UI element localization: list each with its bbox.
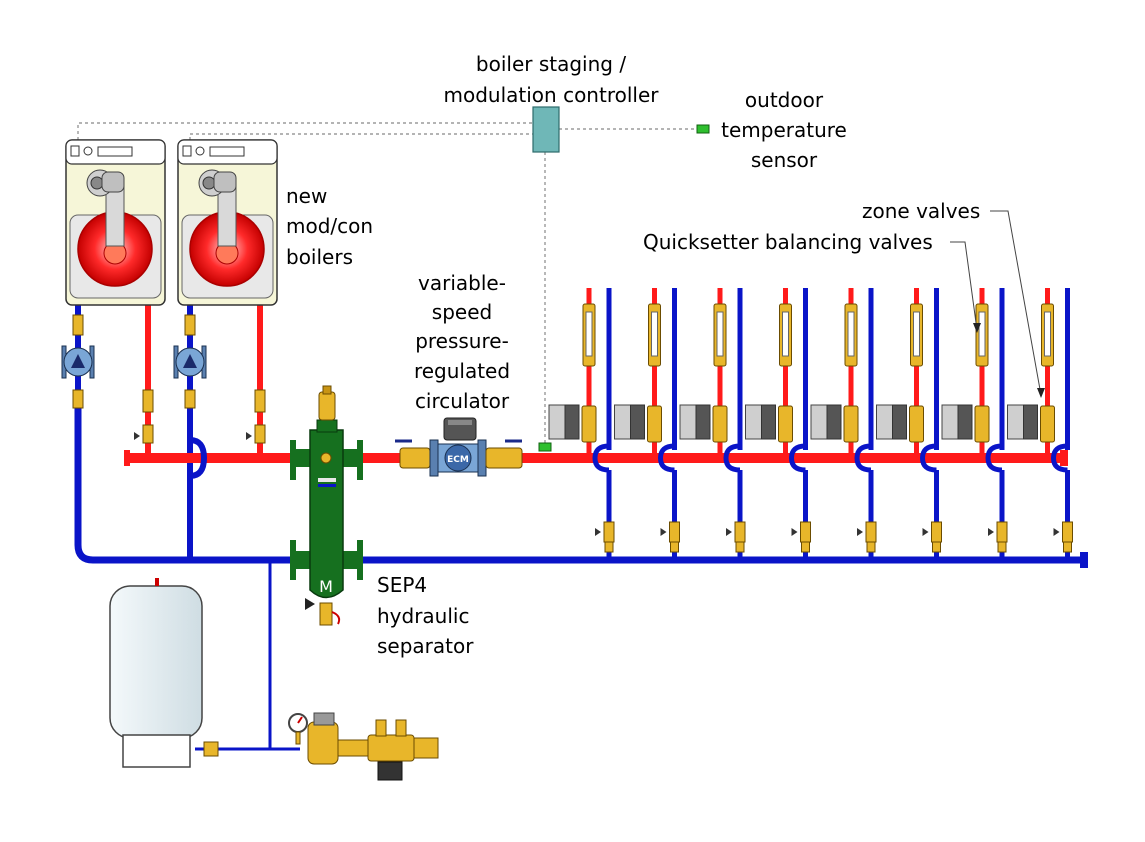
zone-circuit <box>679 288 746 560</box>
boiler-supply-valves <box>246 389 266 444</box>
supply-temperature-sensor <box>538 442 552 452</box>
boiler-pump-assembly <box>61 314 95 409</box>
svg-text:modulation controller: modulation controller <box>444 83 660 107</box>
svg-text:hydraulic: hydraulic <box>377 604 469 628</box>
svg-text:temperature: temperature <box>721 118 847 142</box>
svg-text:pressure-: pressure- <box>415 329 509 353</box>
ball-valve-icon <box>142 424 154 444</box>
svg-text:outdoor: outdoor <box>745 88 824 112</box>
svg-text:boilers: boilers <box>286 245 353 269</box>
zone-valve-arrow <box>1037 388 1045 398</box>
circulator-label: variable- speed pressure- regulated circ… <box>414 271 510 413</box>
boiler-supply-valves <box>134 389 154 444</box>
svg-text:boiler staging /: boiler staging / <box>476 52 626 76</box>
ball-valve-icon <box>184 389 196 409</box>
expansion-tank-icon <box>109 578 219 768</box>
zone-valves-label: zone valves <box>862 199 980 223</box>
ball-valve-icon <box>1062 521 1073 543</box>
circulator-badge: ECM <box>447 455 469 465</box>
svg-text:sensor: sensor <box>751 148 818 172</box>
ball-valve-icon <box>72 314 84 336</box>
ball-valve-icon <box>669 521 680 543</box>
separator-magnet-badge: M <box>319 577 333 596</box>
boilers-group <box>65 139 278 306</box>
zone-circuit <box>614 288 680 560</box>
svg-text:mod/con: mod/con <box>286 214 373 238</box>
balancing-valves-label: Quicksetter balancing valves <box>643 230 933 254</box>
control-wiring <box>77 122 697 443</box>
ball-valve-icon <box>800 521 811 543</box>
boiler-pump-assembly <box>173 314 207 409</box>
svg-text:circulator: circulator <box>415 389 510 413</box>
zone-circuit <box>941 288 1008 560</box>
check-valve-icon <box>254 389 266 413</box>
svg-text:SEP4: SEP4 <box>377 573 427 597</box>
boiler-pumps <box>61 314 266 444</box>
ball-valve-icon <box>865 521 877 543</box>
zone-circuit <box>810 288 877 560</box>
label-leaders <box>950 210 1042 396</box>
ball-valve-icon <box>734 521 746 543</box>
hydraulic-separator: M <box>290 385 363 626</box>
sensor-label: outdoor temperature sensor <box>721 88 847 172</box>
circulator-pump-icon: ECM <box>395 417 523 477</box>
backflow-preventer-icon <box>288 712 439 781</box>
ball-valve-icon <box>931 521 942 543</box>
zone-circuit <box>745 288 811 560</box>
boiler-icon <box>65 139 166 306</box>
boiler-icon <box>177 139 278 306</box>
zone-circuits <box>548 288 1073 560</box>
outdoor-sensor <box>696 124 710 134</box>
ball-valve-icon <box>254 424 266 444</box>
check-valve-icon <box>142 389 154 413</box>
ball-valve-icon <box>184 314 196 336</box>
return-header <box>74 400 1088 568</box>
zone-circuit <box>1007 288 1073 560</box>
controller-label: boiler staging / modulation controller <box>444 52 660 107</box>
zone-circuit <box>548 288 615 560</box>
boilers-label: new mod/con boilers <box>286 184 373 269</box>
zone-circuit <box>876 288 942 560</box>
ball-valve-icon <box>72 389 84 409</box>
svg-text:new: new <box>286 184 327 208</box>
ball-valve-icon <box>996 521 1008 543</box>
balancing-valve-arrow <box>973 323 981 333</box>
separator-label: SEP4 hydraulic separator <box>377 573 474 658</box>
controller-box <box>532 106 560 153</box>
svg-text:variable-: variable- <box>418 271 506 295</box>
svg-text:speed: speed <box>432 300 492 324</box>
ball-valve-icon <box>603 521 615 543</box>
svg-text:separator: separator <box>377 634 474 658</box>
svg-text:regulated: regulated <box>414 359 510 383</box>
